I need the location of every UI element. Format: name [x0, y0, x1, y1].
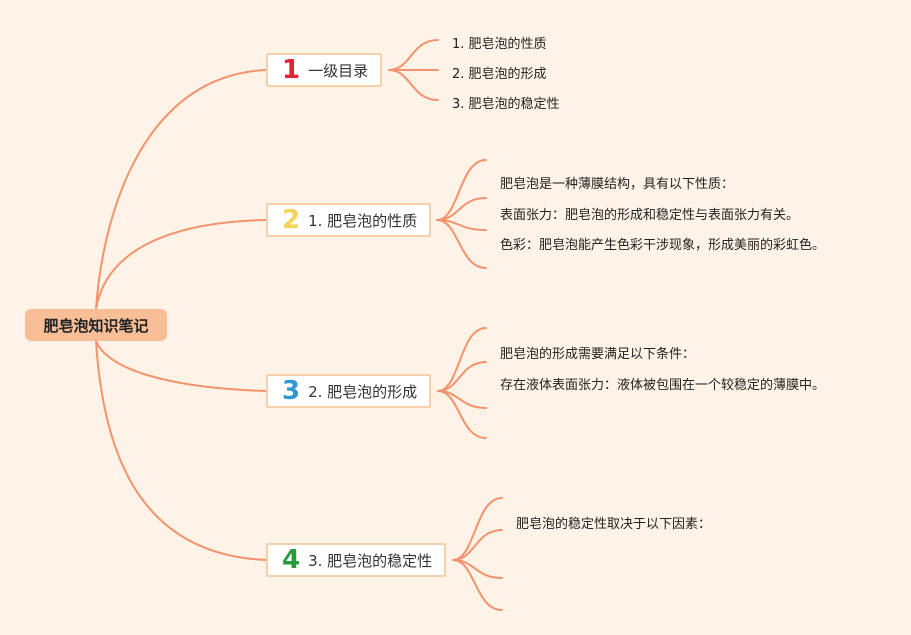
connector-branch-leaf [437, 361, 487, 392]
connector-root-branch [95, 340, 267, 392]
leaf-item[interactable]: 肥皂泡是一种薄膜结构，具有以下性质： [500, 177, 735, 192]
number-4-icon: 4 [282, 545, 301, 575]
branch-node-formation[interactable]: 3 2. 肥皂泡的形成 [266, 374, 432, 408]
connector-branch-leaf [452, 559, 503, 611]
branch-label: 1. 肥皂泡的性质 [308, 211, 418, 230]
connector-branch-leaf [388, 39, 439, 71]
leaf-item[interactable]: 肥皂泡的稳定性取决于以下因素： [516, 517, 712, 532]
connector-branch-leaf [436, 219, 487, 269]
leaf-item[interactable]: 1. 肥皂泡的性质 [452, 37, 547, 52]
branch-node-properties[interactable]: 2 1. 肥皂泡的性质 [266, 203, 432, 237]
root-label: 肥皂泡知识笔记 [43, 316, 149, 335]
leaf-item[interactable]: 表面张力：肥皂泡的形成和稳定性与表面张力有关。 [500, 208, 800, 223]
connector-branch-leaf [452, 529, 503, 561]
connector-branch-leaf [452, 497, 503, 561]
branch-node-toc[interactable]: 1 一级目录 [266, 53, 383, 87]
branch-label: 3. 肥皂泡的稳定性 [308, 551, 433, 570]
connector-branch-leaf [436, 159, 487, 221]
connector-branch-leaf [437, 327, 487, 392]
branch-label: 2. 肥皂泡的形成 [308, 382, 418, 401]
root-node[interactable]: 肥皂泡知识笔记 [25, 309, 167, 341]
leaf-item[interactable]: 肥皂泡的形成需要满足以下条件： [500, 347, 696, 362]
connector-root-branch [95, 340, 267, 561]
connector-branch-leaf [437, 390, 487, 439]
connector-branch-leaf [388, 69, 439, 101]
connector-root-branch [95, 69, 267, 310]
connector-root-branch [95, 219, 267, 310]
leaf-item[interactable]: 色彩：肥皂泡能产生色彩干涉现象，形成美丽的彩虹色。 [500, 238, 826, 253]
leaf-item[interactable]: 存在液体表面张力：液体被包围在一个较稳定的薄膜中。 [500, 378, 826, 393]
leaf-item[interactable]: 2. 肥皂泡的形成 [452, 67, 547, 82]
number-2-icon: 2 [282, 205, 301, 235]
number-3-icon: 3 [282, 376, 301, 406]
branch-label: 一级目录 [308, 61, 369, 80]
branch-node-stability[interactable]: 4 3. 肥皂泡的稳定性 [266, 543, 447, 577]
number-1-icon: 1 [282, 55, 301, 85]
leaf-item[interactable]: 3. 肥皂泡的稳定性 [452, 97, 560, 112]
